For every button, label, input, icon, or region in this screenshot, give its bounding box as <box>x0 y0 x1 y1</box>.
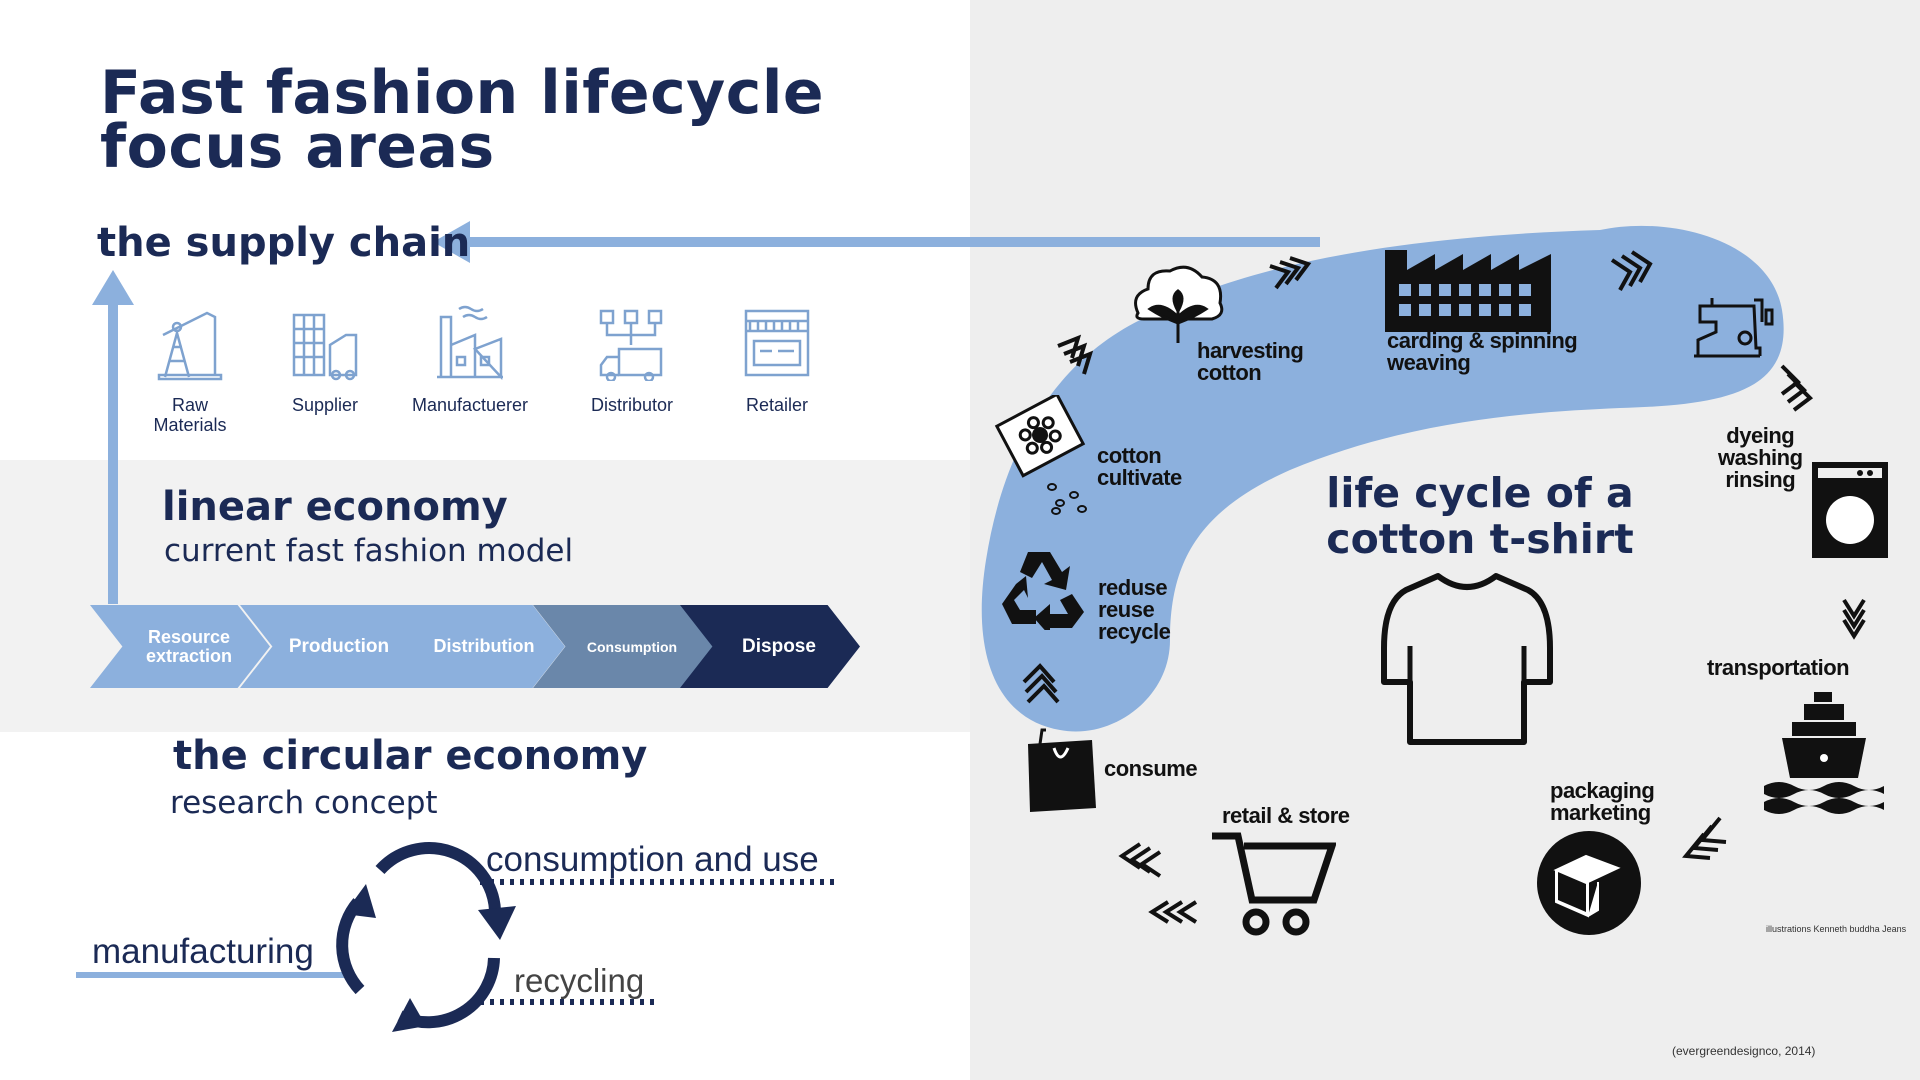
cycle-arrows-icon <box>336 842 501 1029</box>
washing-machine-icon <box>1812 462 1888 558</box>
recycle-icon <box>1002 552 1084 630</box>
circular-economy-subheading: research concept <box>170 785 438 821</box>
lifecycle-title: life cycle of a cotton t-shirt <box>1326 469 1634 563</box>
flow-direction-arrows <box>1022 250 1866 924</box>
chain-item-raw-materials: Raw Materials <box>125 305 255 435</box>
chain-item-distributor: Distributor <box>567 305 697 415</box>
factory-icon <box>437 305 503 381</box>
page-title-line2: focus areas <box>100 112 495 182</box>
manufacturing-label: manufacturing <box>92 932 314 971</box>
oil-pump-icon <box>157 311 223 381</box>
shopping-cart-icon <box>1212 832 1336 936</box>
page-title-line1: Fast fashion lifecycle <box>100 58 825 128</box>
delivery-truck-icon <box>599 309 663 381</box>
chain-label-raw-materials: Raw Materials <box>153 395 227 435</box>
circular-economy-heading: the circular economy <box>173 733 648 779</box>
sewing-machine-icon <box>1694 298 1774 358</box>
stage-recycle: reduse reuse recycle <box>1098 575 1171 644</box>
warehouse-icon <box>292 313 358 381</box>
circular-economy-diagram <box>76 842 836 1032</box>
chevron-dispose: Dispose <box>680 605 860 688</box>
supply-chain-heading: the supply chain <box>97 220 471 266</box>
consumption-label: consumption and use <box>486 840 819 879</box>
stage-dyeing: dyeing washing rinsing <box>1718 423 1803 492</box>
linear-economy-heading: linear economy <box>162 484 508 530</box>
storefront-icon <box>744 309 810 377</box>
stage-harvesting: harvesting cotton <box>1197 338 1304 385</box>
page-title: Fast fashion lifecycle focus areas <box>100 58 825 182</box>
stage-packaging: packaging marketing <box>1550 778 1655 825</box>
seed-packet-icon <box>994 395 1087 515</box>
chain-label-supplier: Supplier <box>291 395 359 415</box>
factory-building-icon <box>1385 250 1551 332</box>
horizontal-arrowhead <box>433 221 470 263</box>
shopping-bag-icon <box>1028 728 1096 812</box>
illustration-credit: illustrations Kenneth buddha Jeans <box>1766 924 1907 934</box>
vertical-arrowhead <box>92 270 134 305</box>
supply-chain-arrows <box>92 221 1320 604</box>
stage-transportation: transportation <box>1707 655 1850 680</box>
chain-item-retailer: Retailer <box>712 305 842 415</box>
linear-economy-subheading: current fast fashion model <box>164 533 574 569</box>
lifecycle-blob <box>981 225 1784 732</box>
citation: (evergreendesignco, 2014) <box>1672 1044 1816 1058</box>
ship-icon <box>1764 692 1884 814</box>
package-box-icon <box>1537 831 1641 935</box>
stage-consume: consume <box>1104 756 1198 781</box>
recycling-label: recycling <box>514 962 645 999</box>
stage-carding: carding & spinning weaving <box>1387 328 1578 375</box>
chain-item-supplier: Supplier <box>260 305 390 415</box>
chain-label-manufacturer: Manufactuerer <box>411 395 529 415</box>
stage-retail: retail & store <box>1222 803 1350 828</box>
stage-cultivate: cotton cultivate <box>1097 443 1182 490</box>
tshirt-icon <box>1381 573 1553 745</box>
cotton-plant-icon <box>1134 265 1224 343</box>
chain-item-manufacturer: Manufactuerer <box>405 305 535 415</box>
chain-label-retailer: Retailer <box>745 395 809 415</box>
chain-label-distributor: Distributor <box>590 395 674 415</box>
